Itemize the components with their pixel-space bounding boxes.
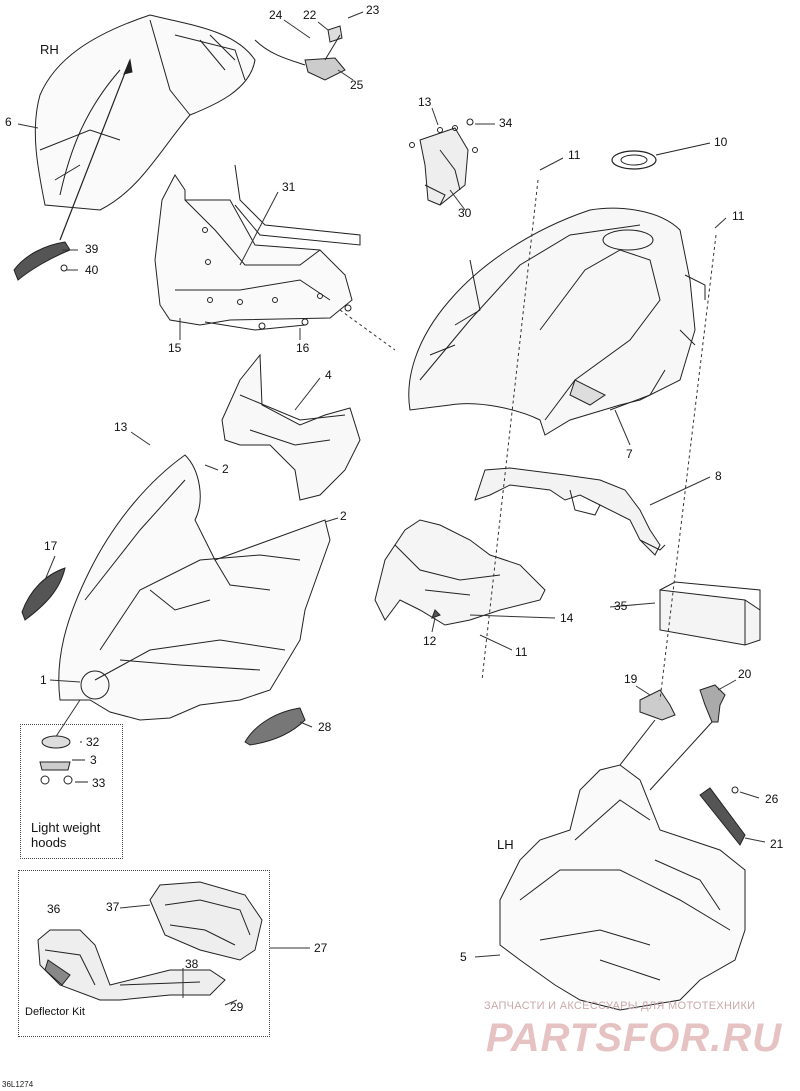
part-33-nut <box>40 775 50 785</box>
callout-28: 28 <box>318 720 332 734</box>
callout-39: 39 <box>85 242 99 256</box>
part-6-rh-side-panel <box>34 14 256 211</box>
callout-25: 25 <box>350 78 364 92</box>
watermark-logo: PARTSFOR.RU <box>486 1016 783 1060</box>
part-28-vent <box>244 707 306 746</box>
callout-1: 1 <box>40 673 47 687</box>
callout-14: 14 <box>560 611 574 625</box>
part-15-31-inner-panel <box>154 164 361 331</box>
callout-6: 6 <box>5 115 12 129</box>
callout-4: 4 <box>325 368 332 382</box>
callout-13b: 13 <box>114 420 128 434</box>
part-20-clip <box>699 684 726 723</box>
light-weight-hood-box <box>20 724 123 859</box>
callout-15: 15 <box>168 341 182 355</box>
part-4-trim <box>221 353 361 501</box>
callout-31: 31 <box>282 180 296 194</box>
leader-lines <box>17 11 766 1006</box>
part-8-support <box>474 467 666 556</box>
part-39-reflector <box>13 241 71 281</box>
part-37-deflector <box>149 881 263 961</box>
callout-26: 26 <box>765 792 779 806</box>
part-14-bracket <box>374 519 546 626</box>
part-26-screw <box>731 786 739 794</box>
callout-23: 23 <box>366 3 380 17</box>
part-35-foam-block <box>659 581 761 646</box>
lh-label: LH <box>497 837 514 852</box>
part-25-latch <box>254 25 346 81</box>
callout-24: 24 <box>269 8 283 22</box>
part-1-hood <box>58 454 331 721</box>
callout-19: 19 <box>624 672 638 686</box>
callout-33: 33 <box>92 776 106 790</box>
callout-30: 30 <box>458 206 472 220</box>
rh-label: RH <box>40 42 59 57</box>
callout-36: 36 <box>47 902 61 916</box>
callout-37: 37 <box>106 900 120 914</box>
callout-35: 35 <box>614 599 628 613</box>
callout-2b: 2 <box>340 509 347 523</box>
part-30-bracket <box>409 118 478 206</box>
callout-32: 32 <box>86 735 100 749</box>
callout-16: 16 <box>296 341 310 355</box>
callout-27: 27 <box>314 941 328 955</box>
deflector-kit-label: Deflector Kit <box>25 1006 85 1018</box>
pointer-line <box>59 59 131 241</box>
callout-17: 17 <box>44 539 58 553</box>
part-40-screw <box>60 264 68 272</box>
part-5-lh-side-panel <box>499 764 746 1011</box>
callout-11c: 11 <box>515 645 528 659</box>
watermark-tagline: ЗАПЧАСТИ И АКСЕССУАРЫ ДЛЯ МОТОТЕХНИКИ <box>484 1000 756 1012</box>
callout-11a: 11 <box>568 148 581 162</box>
callout-11b: 11 <box>732 209 745 223</box>
callout-12: 12 <box>423 634 437 648</box>
dashed-assembly-lines <box>339 179 717 701</box>
callout-3: 3 <box>90 753 97 767</box>
callout-40: 40 <box>85 263 99 277</box>
callout-13: 13 <box>418 95 432 109</box>
part-21-strip <box>699 787 746 846</box>
callout-5: 5 <box>460 950 467 964</box>
part-36-deflector <box>37 929 226 1001</box>
part-10-gasket <box>611 150 657 170</box>
callout-21: 21 <box>770 837 784 851</box>
callout-10: 10 <box>714 135 728 149</box>
drawing-code: 36L1274 <box>2 1080 34 1089</box>
part-32-lens <box>41 735 71 749</box>
part-19-clip <box>639 689 676 721</box>
light-weight-hoods-label: Light weight hoods <box>31 820 101 850</box>
callout-7: 7 <box>626 447 633 461</box>
part-7-console <box>408 207 706 436</box>
callout-29: 29 <box>230 1000 244 1014</box>
callout-20: 20 <box>738 667 752 681</box>
callout-8: 8 <box>715 469 722 483</box>
part-3-ring <box>39 761 71 771</box>
callout-34: 34 <box>499 116 513 130</box>
callout-38: 38 <box>185 957 199 971</box>
part-17-vent <box>21 567 66 621</box>
deflector-kit-box <box>18 870 270 1037</box>
callout-2a: 2 <box>222 462 229 476</box>
callout-22: 22 <box>303 8 317 22</box>
